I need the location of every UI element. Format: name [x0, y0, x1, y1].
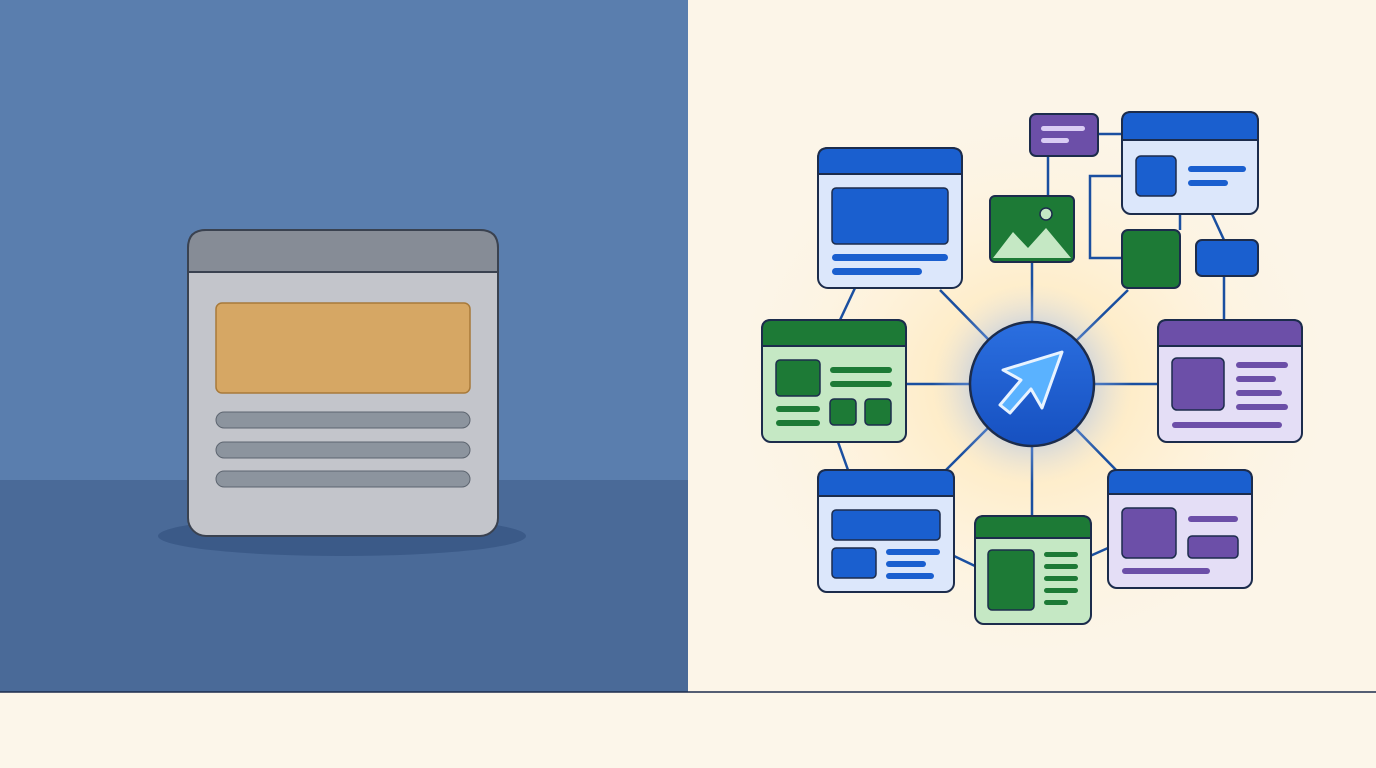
- tag-purple: [1029, 113, 1099, 157]
- pill-blue: [1195, 239, 1259, 277]
- cursor-arrow-icon: [998, 350, 1064, 415]
- square-green: [1121, 229, 1181, 289]
- window-top-left-blue: [817, 147, 963, 289]
- window-top-right-blue: [1121, 111, 1259, 215]
- image-tile: [989, 195, 1075, 263]
- window-left-green: [761, 319, 907, 443]
- card-text-line: [215, 470, 471, 488]
- window-right-purple: [1157, 319, 1303, 443]
- mountain-image-icon: [993, 228, 1071, 258]
- central-hub: [932, 284, 1132, 484]
- card-text-line: [215, 411, 471, 429]
- window-bottom-left-blue: [817, 469, 955, 593]
- window-bottom-right-purple: [1107, 469, 1253, 589]
- window-bottom-center-green: [974, 515, 1092, 625]
- single-window-card: [158, 229, 526, 556]
- card-hero-block: [215, 302, 471, 394]
- card-header-bar: [187, 229, 499, 273]
- card-text-line: [215, 441, 471, 459]
